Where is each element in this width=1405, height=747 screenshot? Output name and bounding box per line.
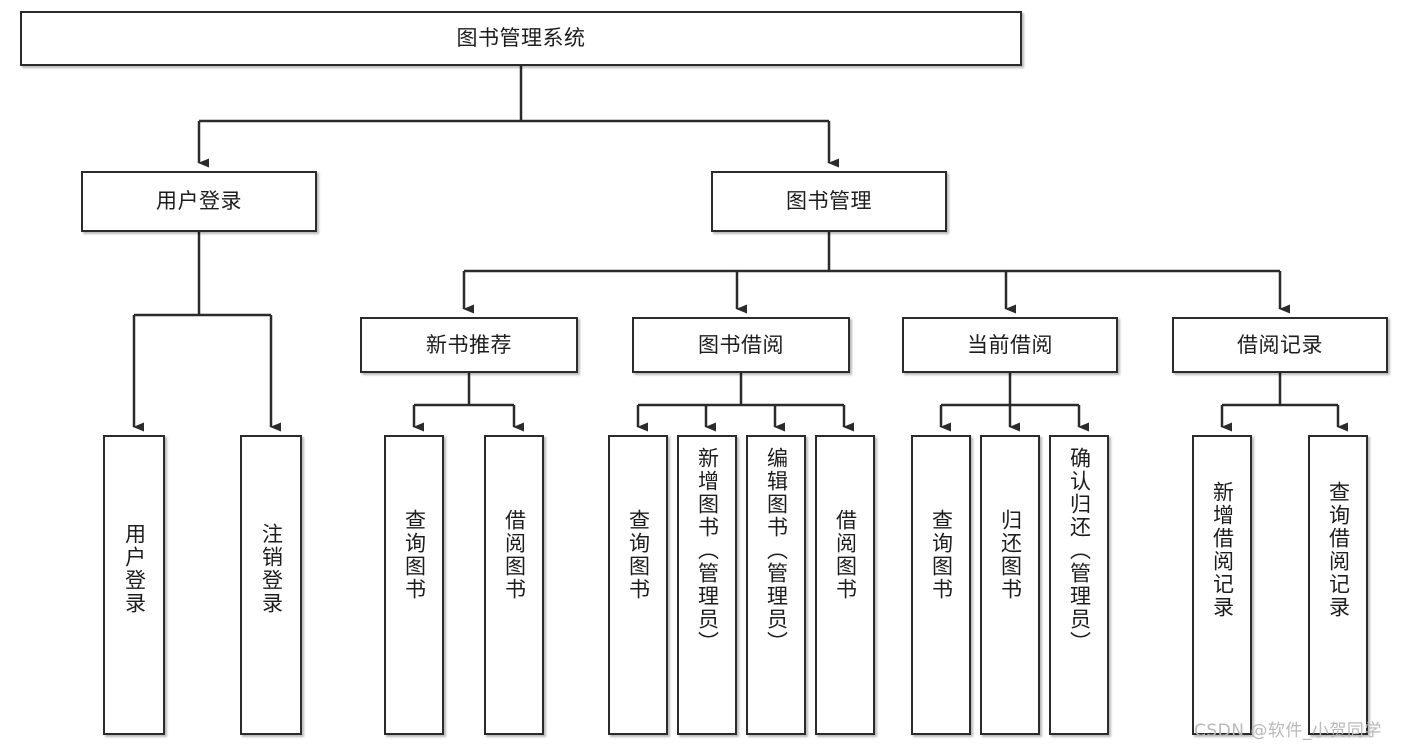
- leaf-record-add-record[interactable]: 新增借阅记录: [1192, 435, 1252, 735]
- csdn-watermark: CSDN @软件_小贺同学: [1194, 721, 1382, 741]
- node-label: 借阅记录: [1237, 332, 1323, 357]
- node-root-library-system[interactable]: 图书管理系统: [20, 11, 1022, 66]
- node-new-book-recommend[interactable]: 新书推荐: [360, 317, 578, 373]
- node-label: 编辑图书（管理员）: [764, 447, 789, 654]
- node-label: 查询借阅记录: [1326, 481, 1351, 619]
- leaf-newbook-query-book[interactable]: 查询图书: [384, 435, 444, 735]
- node-current-borrow[interactable]: 当前借阅: [902, 317, 1118, 373]
- leaf-borrow-add-book-admin[interactable]: 新增图书（管理员）: [677, 435, 737, 735]
- node-user-login[interactable]: 用户登录: [81, 171, 317, 232]
- node-borrow-record[interactable]: 借阅记录: [1172, 317, 1388, 373]
- node-label: 用户登录: [122, 523, 147, 615]
- node-label: 查询图书: [929, 509, 954, 601]
- node-label: 查询图书: [402, 509, 427, 601]
- leaf-current-confirm-return-admin[interactable]: 确认归还（管理员）: [1049, 435, 1109, 735]
- leaf-current-return-book[interactable]: 归还图书: [980, 435, 1040, 735]
- leaf-borrow-edit-book-admin[interactable]: 编辑图书（管理员）: [746, 435, 806, 735]
- node-label: 注销登录: [259, 523, 284, 615]
- node-label: 图书管理系统: [456, 26, 586, 51]
- node-book-borrow[interactable]: 图书借阅: [632, 317, 850, 373]
- leaf-newbook-borrow-book[interactable]: 借阅图书: [484, 435, 544, 735]
- node-label: 查询图书: [626, 509, 651, 601]
- node-label: 借阅图书: [833, 509, 858, 601]
- leaf-current-query-book[interactable]: 查询图书: [911, 435, 971, 735]
- node-label: 新增图书（管理员）: [695, 447, 720, 654]
- node-label: 新增借阅记录: [1210, 481, 1235, 619]
- node-label: 借阅图书: [502, 509, 527, 601]
- leaf-user-login-signin[interactable]: 用户登录: [103, 435, 165, 735]
- node-label: 用户登录: [156, 189, 242, 214]
- node-book-management[interactable]: 图书管理: [711, 171, 947, 232]
- node-label: 图书管理: [786, 189, 872, 214]
- node-label: 归还图书: [998, 509, 1023, 601]
- node-label: 当前借阅: [967, 332, 1053, 357]
- leaf-user-login-signout[interactable]: 注销登录: [240, 435, 302, 735]
- node-label: 图书借阅: [698, 332, 784, 357]
- node-label: 新书推荐: [426, 332, 512, 357]
- leaf-borrow-query-book[interactable]: 查询图书: [608, 435, 668, 735]
- node-label: 确认归还（管理员）: [1067, 447, 1092, 654]
- leaf-borrow-borrow-book[interactable]: 借阅图书: [815, 435, 875, 735]
- leaf-record-query-record[interactable]: 查询借阅记录: [1308, 435, 1368, 735]
